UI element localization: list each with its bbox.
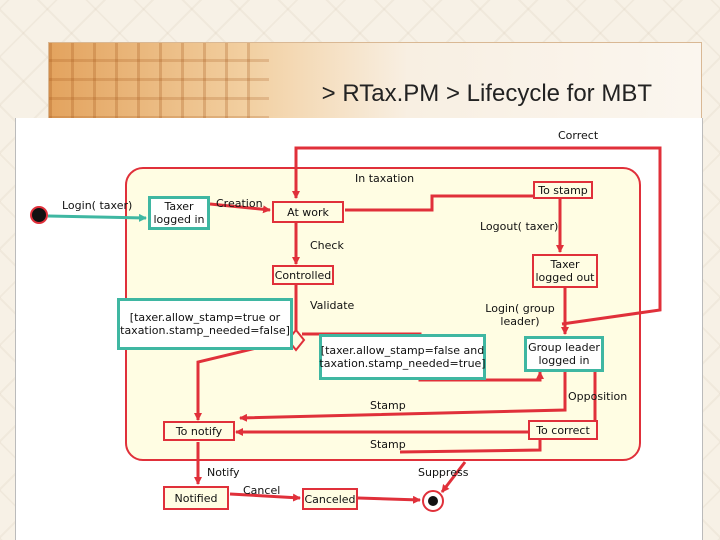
state-taxer-logged-out: Taxer logged out (532, 254, 598, 288)
label-login-taxer: Login( taxer) (62, 199, 133, 212)
label-notify: Notify (207, 466, 240, 479)
state-to-notify-label: To notify (175, 424, 223, 438)
state-controlled-label: Controlled (274, 268, 332, 282)
state-group-leader-logged-in: Group leader logged in (524, 336, 604, 372)
final-state (422, 490, 444, 512)
guard-true-text: [taxer.allow_stamp=true or taxation.stam… (120, 311, 290, 337)
state-at-work: At work (272, 201, 344, 223)
header-banner (48, 42, 702, 120)
label-creation: Creation (216, 197, 263, 210)
state-taxer-logged-in: Taxer logged in (148, 196, 210, 230)
state-to-correct: To correct (528, 420, 598, 440)
state-to-correct-label: To correct (536, 423, 590, 437)
page-title: > RTax.PM > Lifecycle for MBT (321, 80, 652, 107)
guard-true-box: [taxer.allow_stamp=true or taxation.stam… (117, 298, 293, 350)
label-suppress: Suppress (418, 466, 469, 479)
arrow-canceled-final (357, 495, 421, 504)
arrow-opposition (239, 370, 567, 422)
label-opposition: Opposition (568, 390, 628, 403)
state-notified-label: Notified (174, 491, 218, 505)
state-taxer-logged-in-label: Taxer logged in (153, 200, 205, 226)
label-validate: Validate (310, 299, 355, 312)
state-at-work-label: At work (287, 205, 329, 219)
arrow-stamp-upper (484, 371, 544, 382)
state-controlled: Controlled (272, 265, 334, 285)
label-login-group-leader: Login( group leader) (480, 302, 560, 328)
label-stamp-lower: Stamp (370, 438, 406, 451)
state-canceled-label: Canceled (304, 492, 356, 506)
region-label: In taxation (355, 172, 415, 185)
arrow-correct (292, 146, 662, 326)
keyboard-image (49, 43, 269, 119)
state-notified: Notified (163, 486, 229, 510)
state-group-leader-logged-in-label: Group leader logged in (528, 341, 600, 367)
arrow-guard-true (194, 338, 291, 421)
label-logout-taxer: Logout( taxer) (480, 220, 559, 233)
arrow-stamp-lower (399, 432, 542, 454)
label-check: Check (310, 239, 344, 252)
guard-false-box: [taxer.allow_stamp=false and taxation.st… (319, 334, 486, 380)
arrow-creation (209, 202, 271, 214)
guard-false-text: [taxer.allow_stamp=false and taxation.st… (319, 344, 486, 370)
state-canceled: Canceled (302, 488, 358, 510)
arrow-cancel (229, 492, 301, 502)
state-taxer-logged-out-label: Taxer logged out (535, 258, 595, 284)
arrow-to-stamp (345, 194, 564, 253)
state-to-stamp-label: To stamp (538, 183, 588, 197)
label-stamp-upper: Stamp (370, 399, 406, 412)
state-to-notify: To notify (163, 421, 235, 441)
label-login-group-leader-text: Login( group leader) (485, 302, 555, 328)
initial-state (30, 206, 48, 224)
label-cancel: Cancel (243, 484, 281, 497)
arrow-login-taxer (47, 213, 147, 222)
arrow-suppress (440, 461, 467, 493)
label-correct: Correct (558, 129, 599, 142)
state-to-stamp: To stamp (533, 181, 593, 199)
